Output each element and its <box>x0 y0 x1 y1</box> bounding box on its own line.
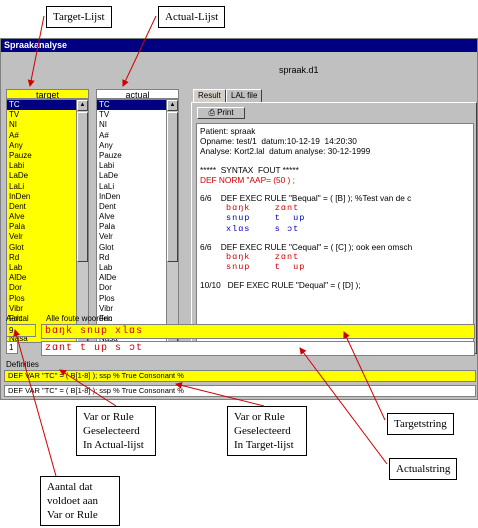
list-item[interactable]: Lab <box>99 263 113 272</box>
alle-foute-woorden-label: Alle foute woorden <box>46 314 113 323</box>
list-item[interactable]: Pala <box>99 222 116 232</box>
list-item[interactable]: Rd <box>9 252 20 262</box>
target-list-scrollbar[interactable]: ▲ ▼ <box>76 100 88 342</box>
actualstring-field[interactable]: zɑnt t up s ɔt <box>41 341 475 356</box>
list-item[interactable]: A# <box>9 130 19 140</box>
callout-actual-lijst: Actual-Lijst <box>158 6 226 28</box>
bequal-result-line: bɑŋk zɑnt <box>226 203 300 214</box>
def-norm-line: DEF NORM "AAP= (50 ) ; <box>200 174 295 185</box>
list-item[interactable]: Pala <box>9 222 26 232</box>
list-item[interactable]: NI <box>9 120 17 130</box>
tab-lal-file[interactable]: LAL file <box>226 89 263 102</box>
list-item[interactable]: Plos <box>99 293 115 303</box>
list-item[interactable]: InDen <box>99 191 121 201</box>
list-item[interactable]: Dent <box>99 201 116 211</box>
list-item[interactable]: Labi <box>99 161 115 171</box>
list-item[interactable]: LaDe <box>99 171 119 181</box>
list-item[interactable]: Any <box>9 140 23 150</box>
actual-list-scrollbar[interactable]: ▲ ▼ <box>166 100 178 342</box>
list-item[interactable]: Dor <box>9 283 22 293</box>
list-item[interactable]: AlDe <box>9 273 27 283</box>
opname-line: Opname: test/1 datum:10-12-19 14:20:30 <box>200 136 357 147</box>
window-title: Spraakanalyse <box>1 39 477 52</box>
list-item[interactable]: Alve <box>9 212 25 222</box>
list-item[interactable]: NI <box>99 120 107 130</box>
list-item[interactable]: InDen <box>9 191 31 201</box>
tab-result[interactable]: Result <box>193 89 226 102</box>
targetstring-field[interactable]: bɑŋk snup xlɑs <box>41 324 475 339</box>
list-item[interactable]: Velr <box>99 232 113 242</box>
list-item[interactable]: Glot <box>99 242 114 252</box>
list-item[interactable]: Dor <box>99 283 112 293</box>
list-item[interactable]: Rd <box>99 252 110 262</box>
list-item[interactable]: Lab <box>9 263 23 272</box>
list-item[interactable]: Labi <box>9 161 25 171</box>
aantal-field-actual[interactable]: 1 <box>6 341 18 354</box>
scroll-up-icon[interactable]: ▲ <box>167 100 178 111</box>
list-item[interactable]: A# <box>99 130 109 140</box>
cequal-result-line: snup t up <box>226 262 306 273</box>
aantal-field-target[interactable]: 9 <box>6 324 36 337</box>
list-item[interactable]: LaLi <box>9 181 25 191</box>
cequal-result-line: bɑŋk zɑnt <box>226 252 300 263</box>
print-button[interactable]: ⎙ Print <box>197 107 245 119</box>
rule-bequal-line: 6/6 DEF EXEC RULE "Bequal" = ( [B] ); %T… <box>200 193 412 204</box>
list-item[interactable]: Any <box>99 140 113 150</box>
list-item[interactable]: Dent <box>9 201 26 211</box>
list-item[interactable]: Glot <box>9 242 24 252</box>
bequal-result-line: snup t up <box>226 213 306 224</box>
rule-dequal-line: 10/10 DEF EXEC RULE "Dequal" = ( [D] ); <box>200 280 361 291</box>
scroll-thumb[interactable] <box>77 112 88 262</box>
definitie-target-field[interactable]: DEF VAR "TC" = ( B[1-8] ); ssp % True Co… <box>4 385 476 397</box>
list-item[interactable]: LaLi <box>99 181 115 191</box>
patient-line: Patient: spraak <box>200 126 256 136</box>
list-item[interactable]: Vibr <box>9 303 24 313</box>
list-item[interactable]: Vibr <box>99 303 114 313</box>
callout-actualstring: Actualstring <box>389 458 458 480</box>
print-label: Print <box>217 108 234 117</box>
list-item[interactable]: Plos <box>9 293 25 303</box>
callout-target-lijst: Target-Lijst <box>46 6 112 28</box>
syntax-error-line: ***** SYNTAX FOUT ***** <box>200 164 299 175</box>
rule-cequal-line: 6/6 DEF EXEC RULE "Cequal" = ( [C] ); oo… <box>200 241 413 252</box>
list-item[interactable]: Pauze <box>9 150 32 160</box>
target-list-header: target <box>6 89 89 100</box>
list-item[interactable]: TC <box>97 100 166 111</box>
list-item[interactable]: Pauze <box>99 150 122 160</box>
list-item[interactable]: AlDe <box>99 273 117 283</box>
list-item[interactable]: LaDe <box>9 171 29 181</box>
list-item[interactable]: Alve <box>99 212 115 222</box>
list-item[interactable]: Velr <box>9 232 23 242</box>
callout-targetstring: Targetstring <box>387 413 454 435</box>
scroll-thumb[interactable] <box>167 112 178 262</box>
list-item[interactable]: Fric <box>99 313 113 323</box>
actual-list-header: actual <box>96 89 179 100</box>
list-item[interactable]: Fric <box>9 313 23 323</box>
file-name: spraak.d1 <box>279 65 319 75</box>
aantal-label: Aantal <box>6 314 29 323</box>
analyse-line: Analyse: Kort2.lal datum analyse: 30-12-… <box>200 146 371 157</box>
list-item[interactable]: TC <box>7 100 76 111</box>
printer-icon: ⎙ <box>208 108 215 117</box>
definitie-actual-field[interactable]: DEF VAR "TC" = ( B[1-8] ); ssp % True Co… <box>4 370 476 382</box>
list-item[interactable]: TV <box>9 110 20 120</box>
definities-label: Definities <box>6 360 39 369</box>
bequal-result-line: xlɑs s ɔt <box>226 223 300 234</box>
scroll-up-icon[interactable]: ▲ <box>77 100 88 111</box>
list-item[interactable]: TV <box>99 110 110 120</box>
